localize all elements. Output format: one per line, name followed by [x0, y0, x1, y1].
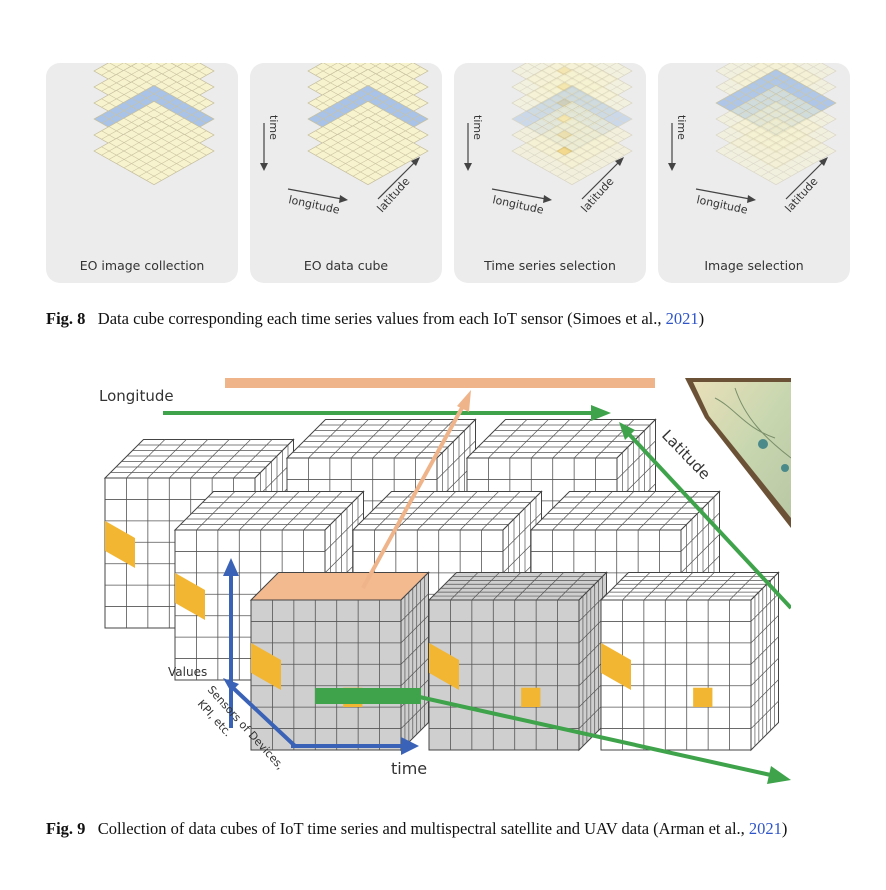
panel-image-selection: time longitude latitude Image selection [658, 63, 850, 283]
caption-end: ) [698, 309, 705, 328]
time-axis-label: time [267, 115, 280, 140]
data-cube [249, 571, 430, 752]
image-stack [511, 63, 633, 185]
figure-8-caption: Fig. 8 Data cube corresponding each time… [46, 308, 866, 330]
green-arrow-bottom [414, 694, 791, 784]
yellow-band [601, 642, 631, 690]
cube-top-face [249, 572, 430, 601]
caption-text: Data cube corresponding each time series… [97, 309, 666, 328]
data-cube [599, 571, 780, 752]
yellow-band [105, 520, 135, 568]
panel-graphic [93, 63, 215, 185]
data-cubes [103, 418, 780, 752]
caption-end: ) [781, 819, 788, 838]
grid-layer [715, 69, 837, 137]
panel-eo-image-collection: EO image collection [46, 63, 238, 283]
grid-layer [715, 101, 837, 169]
values-label: Values [168, 665, 207, 679]
yellow-band [429, 642, 459, 690]
data-cube [427, 571, 608, 752]
time-axis-label: time [675, 115, 688, 140]
time-axis: time [260, 115, 280, 171]
satellite-band-bar [225, 378, 655, 388]
highlight-cell [556, 146, 573, 156]
panel-label: EO image collection [79, 258, 205, 273]
time-label: time [391, 759, 427, 778]
yellow-band [251, 642, 281, 690]
yellow-cell [521, 687, 541, 707]
longitude-label: Longitude [99, 387, 174, 405]
grid-layer [715, 117, 837, 185]
uav-map-tablet [685, 378, 791, 528]
green-time-bar [315, 688, 421, 704]
panel-time-series-selection: time longitude latitude Time series sele… [454, 63, 646, 283]
time-axis: time [464, 115, 484, 171]
orange-arrow [361, 390, 471, 589]
grid-layer [307, 117, 429, 185]
figure-number: Fig. 9 [46, 819, 86, 838]
latitude-axis-label: latitude [375, 175, 413, 215]
panel-graphic: time longitude latitude [668, 63, 837, 217]
latitude-axis-label: latitude [783, 175, 821, 215]
citation-year-link[interactable]: 2021 [748, 819, 782, 838]
time-axis: time [668, 115, 688, 171]
time-axis-label: time [471, 115, 484, 140]
grid-layer [93, 117, 215, 185]
caption-text: Collection of data cubes of IoT time ser… [97, 819, 749, 838]
longitude-axis: longitude [491, 188, 552, 217]
citation-year-link[interactable]: 2021 [665, 309, 699, 328]
longitude-axis: longitude [287, 188, 348, 217]
figure-number: Fig. 8 [46, 309, 86, 328]
image-stack [307, 63, 429, 185]
grid-layer [511, 117, 633, 185]
values-arrow: Values [168, 558, 239, 728]
longitude-axis: longitude [695, 188, 756, 217]
panel-label: Image selection [704, 258, 804, 273]
panel-graphic: time longitude latitude [260, 63, 429, 217]
yellow-cell [693, 687, 713, 707]
figure-8: EO image collection time longitude latit… [46, 63, 852, 283]
latitude-axis-label: latitude [579, 175, 617, 215]
panel-eo-data-cube: time longitude latitude EO data cube [250, 63, 442, 283]
panel-graphic: time longitude latitude [464, 63, 633, 217]
image-stack [715, 63, 837, 185]
figure-9-caption: Fig. 9 Collection of data cubes of IoT t… [46, 818, 856, 840]
longitude-arrow: Longitude [99, 387, 611, 421]
yellow-band [175, 572, 205, 620]
figure-9: Longitude Latitude Values Sensors of Dev… [99, 378, 791, 784]
panel-label: Time series selection [484, 258, 616, 273]
time-arrow: time [291, 737, 427, 778]
panel-label: EO data cube [303, 258, 389, 273]
image-stack [93, 63, 215, 185]
grid-layer [715, 85, 837, 153]
